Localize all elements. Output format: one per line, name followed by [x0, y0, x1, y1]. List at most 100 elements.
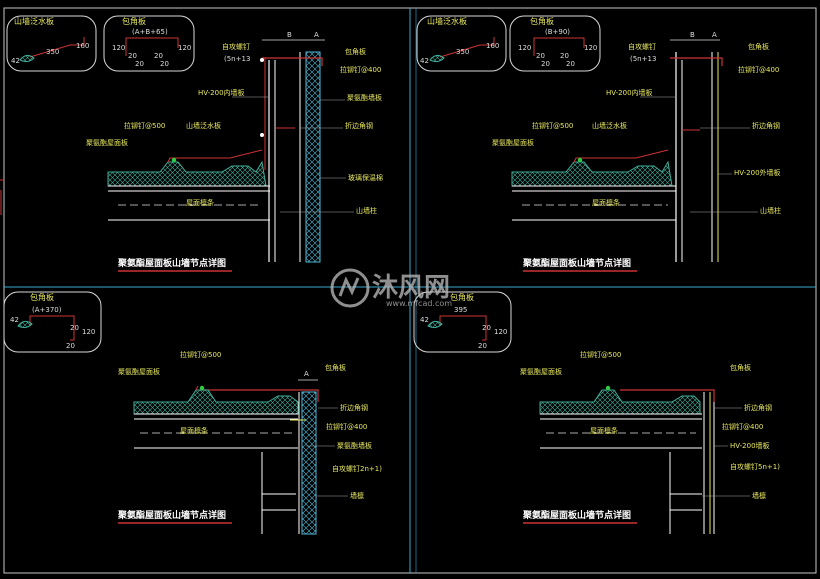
label-gable-column: 山墙柱	[760, 206, 781, 215]
inset-dim-3: 20	[482, 324, 491, 332]
panel-title: 聚氨酯屋面板山墙节点详图	[117, 257, 226, 269]
inset-b-dim-5: 20	[135, 60, 144, 68]
label-hv200: HV-200内墙板	[198, 88, 245, 97]
inset-title: 包角板	[450, 292, 474, 302]
label-girt: 墙檩	[752, 491, 766, 500]
label-roof-panel: 聚氨酯屋面板	[492, 138, 534, 147]
label-pull-rivet-400: 拉铆钉@400	[738, 65, 779, 74]
inset-dim-5: 20	[478, 342, 487, 350]
label-pull-rivet-500: 拉铆钉@500	[580, 350, 621, 359]
watermark-logo-icon	[330, 268, 370, 308]
watermark: 沐风网 www.mfcad.com	[330, 268, 452, 308]
inset-b-box	[103, 15, 195, 72]
inset-a-title: 山墙泛水板	[14, 16, 54, 26]
label-self-tap-spacing: (5n+13	[224, 55, 250, 63]
label-gable-flashing: 山墙泛水板	[186, 121, 221, 130]
label-pull-rivet-500: 拉铆钉@500	[532, 121, 573, 130]
label-edge-cover: 包角板	[345, 47, 366, 56]
inset-a-dim-2: 350	[456, 48, 469, 56]
label-glass-wool: 玻璃保温棉	[348, 173, 383, 182]
label-pull-rivet-400: 拉铆钉@400	[340, 65, 381, 74]
inset-box	[413, 291, 512, 353]
inset-b-dim-6: 20	[566, 60, 575, 68]
label-folded-corner: 折边角钢	[340, 403, 368, 412]
inset-dim-4: 20	[66, 342, 75, 350]
inset-dim-3: 120	[82, 328, 95, 336]
inset-formula: (A+370)	[32, 306, 62, 314]
inset-a-box	[416, 15, 507, 72]
label-edge-cover: 包角板	[730, 363, 751, 372]
watermark-url: www.mfcad.com	[386, 299, 452, 308]
label-folded-corner: 折边角钢	[744, 403, 772, 412]
wall-insulation	[301, 391, 317, 535]
dim-label-a: A	[314, 31, 319, 39]
label-purlin: 屋面檩条	[180, 426, 208, 435]
inset-dim-2: 395	[454, 306, 467, 314]
label-self-tap: 自攻螺钉5n+1)	[730, 462, 780, 471]
inset-b-formula: (A+B+65)	[132, 28, 168, 36]
inset-b-box	[509, 15, 601, 72]
panel-title: 聚氨酯屋面板山墙节点详图	[117, 509, 226, 521]
inset-dim-1: 42	[10, 316, 19, 324]
label-roof-panel: 聚氨酯屋面板	[520, 367, 562, 376]
inset-a-dim-3: 160	[486, 42, 499, 50]
panel-3: 包角板 (A+370) 42 20 120 20 A 拉铆钉@500 聚氨酯屋面…	[3, 291, 382, 535]
roof-panel-section	[511, 160, 673, 187]
label-hv200-out: HV-200外墙板	[734, 168, 781, 177]
inset-a-dim-3: 160	[76, 42, 89, 50]
inset-b-dim-3: 20	[536, 52, 545, 60]
inset-b-dim-2: 120	[178, 44, 191, 52]
label-self-tap-spacing: (5n+13	[630, 55, 656, 63]
inset-dim-4: 120	[494, 328, 507, 336]
label-roof-panel: 聚氨酯屋面板	[118, 367, 160, 376]
inset-b-title: 包角板	[122, 16, 146, 26]
label-gable-column: 山墙柱	[356, 206, 377, 215]
inset-b-title: 包角板	[530, 16, 554, 26]
dim-label-a: A	[304, 370, 309, 378]
label-hv200-in: HV-200内墙板	[606, 88, 653, 97]
inset-b-dim-6: 20	[160, 60, 169, 68]
label-edge-cover: 包角板	[748, 42, 769, 51]
label-purlin: 屋面檩条	[592, 198, 620, 207]
drawing-frame	[0, 7, 817, 574]
label-self-tap: 自攻螺钉2n+1)	[332, 464, 382, 473]
roof-panel-section	[539, 389, 701, 415]
label-pull-rivet-400: 拉铆钉@400	[326, 422, 367, 431]
label-roof-panel: 聚氨酯屋面板	[86, 138, 128, 147]
panel-2: 山墙泛水板 42 350 160 包角板 (B+90) 120 120 20 2…	[416, 15, 781, 272]
label-wall-panel: 聚氨酯墙板	[337, 441, 372, 450]
label-pull-rivet-400: 拉铆钉@400	[722, 422, 763, 431]
panel-title: 聚氨酯屋面板山墙节点详图	[522, 509, 631, 521]
inset-b-dim-1: 120	[518, 44, 531, 52]
dim-label-b: B	[690, 31, 695, 39]
label-pull-rivet-500: 拉铆钉@500	[180, 350, 221, 359]
label-purlin: 屋面檩条	[186, 198, 214, 207]
inset-a-box	[6, 15, 97, 72]
inset-box	[3, 291, 102, 353]
inset-b-dim-4: 20	[560, 52, 569, 60]
inset-b-dim-4: 20	[154, 52, 163, 60]
label-wall-panel: 聚氨酯墙板	[347, 93, 382, 102]
panel-1: 山墙泛水板 42 350 160 包角板 (A+B+65) 120 120 20…	[6, 15, 383, 272]
dim-label-b: B	[287, 31, 292, 39]
panel-title: 聚氨酯屋面板山墙节点详图	[522, 257, 631, 269]
inset-b-dim-2: 120	[584, 44, 597, 52]
inset-dim-2: 20	[70, 324, 79, 332]
label-folded-corner: 折边角钢	[345, 121, 373, 130]
inset-a-dim-2: 350	[46, 48, 59, 56]
inset-a-dim-1: 42	[420, 57, 429, 65]
inset-a-title: 山墙泛水板	[427, 16, 467, 26]
inset-b-formula: (B+90)	[545, 28, 570, 36]
dim-label-a: A	[712, 31, 717, 39]
inset-b-dim-1: 120	[112, 44, 125, 52]
label-hv200: HV-200墙板	[730, 441, 770, 450]
label-edge-cover: 包角板	[325, 363, 346, 372]
inset-a-dim-1: 42	[11, 57, 20, 65]
inset-b-dim-5: 20	[541, 60, 550, 68]
roof-panel-section	[133, 389, 299, 415]
label-self-tap: 自攻螺钉	[222, 42, 250, 51]
wall-insulation	[305, 51, 321, 263]
roof-panel-section	[107, 160, 267, 187]
inset-dim-1: 42	[420, 316, 429, 324]
